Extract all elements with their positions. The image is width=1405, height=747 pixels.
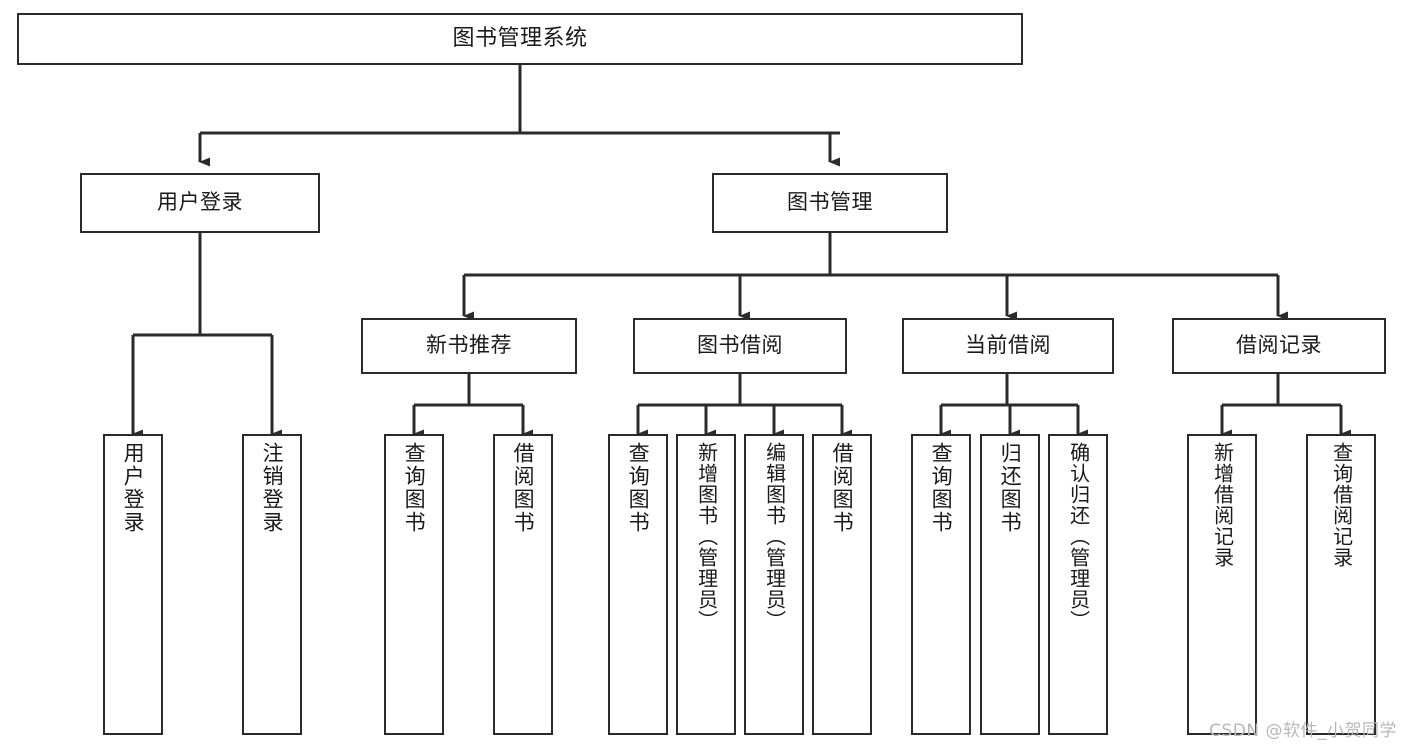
leaf-query-book-2[interactable]: 查询图书 xyxy=(608,434,668,735)
leaf-add-book[interactable]: 新增图书（管理员） xyxy=(676,434,736,735)
node-borrow-record[interactable]: 借阅记录 xyxy=(1172,318,1386,374)
leaf-user-logout[interactable]: 注销登录 xyxy=(242,434,302,735)
leaf-add-book-label: 新增图书（管理员） xyxy=(694,442,719,631)
leaf-add-record[interactable]: 新增借阅记录 xyxy=(1187,434,1257,735)
leaf-query-book-3[interactable]: 查询图书 xyxy=(911,434,971,735)
leaf-return-book-label: 归还图书 xyxy=(998,442,1023,534)
leaf-query-record[interactable]: 查询借阅记录 xyxy=(1306,434,1376,735)
leaf-add-record-label: 新增借阅记录 xyxy=(1210,442,1235,568)
leaf-edit-book[interactable]: 编辑图书（管理员） xyxy=(744,434,804,735)
node-borrow-record-label: 借阅记录 xyxy=(1236,333,1322,358)
node-book-manage[interactable]: 图书管理 xyxy=(712,173,948,233)
leaf-user-login[interactable]: 用户登录 xyxy=(103,434,163,735)
leaf-return-book[interactable]: 归还图书 xyxy=(980,434,1040,735)
node-new-book-recommend[interactable]: 新书推荐 xyxy=(361,318,577,374)
leaf-user-login-label: 用户登录 xyxy=(121,442,146,534)
node-book-borrow-label: 图书借阅 xyxy=(697,333,783,358)
node-current-borrow[interactable]: 当前借阅 xyxy=(902,318,1114,374)
node-user-login[interactable]: 用户登录 xyxy=(80,173,320,233)
leaf-borrow-book-1[interactable]: 借阅图书 xyxy=(493,434,553,735)
node-book-manage-label: 图书管理 xyxy=(787,190,873,215)
leaf-borrow-book-2[interactable]: 借阅图书 xyxy=(812,434,872,735)
leaf-confirm-return-label: 确认归还（管理员） xyxy=(1066,442,1091,631)
node-book-borrow[interactable]: 图书借阅 xyxy=(633,318,847,374)
node-user-login-label: 用户登录 xyxy=(157,190,243,215)
leaf-query-book-1-label: 查询图书 xyxy=(402,442,427,534)
leaf-user-logout-label: 注销登录 xyxy=(260,442,285,534)
leaf-edit-book-label: 编辑图书（管理员） xyxy=(762,442,787,631)
leaf-borrow-book-2-label: 借阅图书 xyxy=(830,442,855,534)
node-current-borrow-label: 当前借阅 xyxy=(965,333,1051,358)
leaf-borrow-book-1-label: 借阅图书 xyxy=(511,442,536,534)
leaf-query-record-label: 查询借阅记录 xyxy=(1329,442,1354,568)
leaf-query-book-1[interactable]: 查询图书 xyxy=(384,434,444,735)
leaf-query-book-3-label: 查询图书 xyxy=(929,442,954,534)
leaf-confirm-return[interactable]: 确认归还（管理员） xyxy=(1048,434,1108,735)
node-root[interactable]: 图书管理系统 xyxy=(17,13,1023,65)
leaf-query-book-2-label: 查询图书 xyxy=(626,442,651,534)
node-new-book-recommend-label: 新书推荐 xyxy=(426,333,512,358)
node-root-label: 图书管理系统 xyxy=(452,25,588,51)
